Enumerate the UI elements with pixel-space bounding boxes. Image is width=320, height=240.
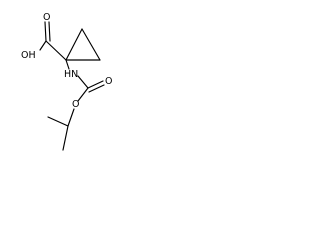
bond-nitrogen-carbamate-carbon	[77, 75, 89, 89]
atom-labels: O OH HN O O	[21, 12, 112, 110]
atom-label-amine: HN	[64, 69, 78, 80]
bond-carbamate-carbonyl-b	[88, 84, 105, 93]
atom-label-carbonyl-oxygen-carbamate: O	[105, 76, 112, 87]
structure-diagram: O OH HN O O	[21, 12, 112, 151]
atom-label-carbonyl-oxygen-acid: O	[43, 12, 50, 23]
bond-carboxyl-carbonyl-b	[48, 21, 51, 42]
atom-label-hydroxyl: OH	[21, 50, 36, 61]
bond-carboxyl-carbonyl-a	[44, 21, 47, 42]
atom-label-ester-oxygen: O	[72, 99, 79, 110]
bond-carbamate-carbonyl-a	[87, 80, 104, 89]
bond-c1-nitrogen	[65, 59, 70, 70]
bond-isopropyl-methyl-left	[47, 116, 69, 127]
bond-isopropyl-methyl-down	[62, 125, 69, 151]
bond-ester-oxygen-isopropyl	[67, 108, 75, 127]
bond-c1-ringtop	[65, 28, 83, 61]
bond-carboxyl-hydroxyl	[39, 40, 47, 51]
bond-c1-carboxyl-carbon	[45, 40, 67, 61]
bond-carbamate-ester-oxygen	[77, 87, 89, 102]
bond-ringtop-ringright	[81, 28, 101, 61]
bond-lines	[39, 21, 105, 151]
